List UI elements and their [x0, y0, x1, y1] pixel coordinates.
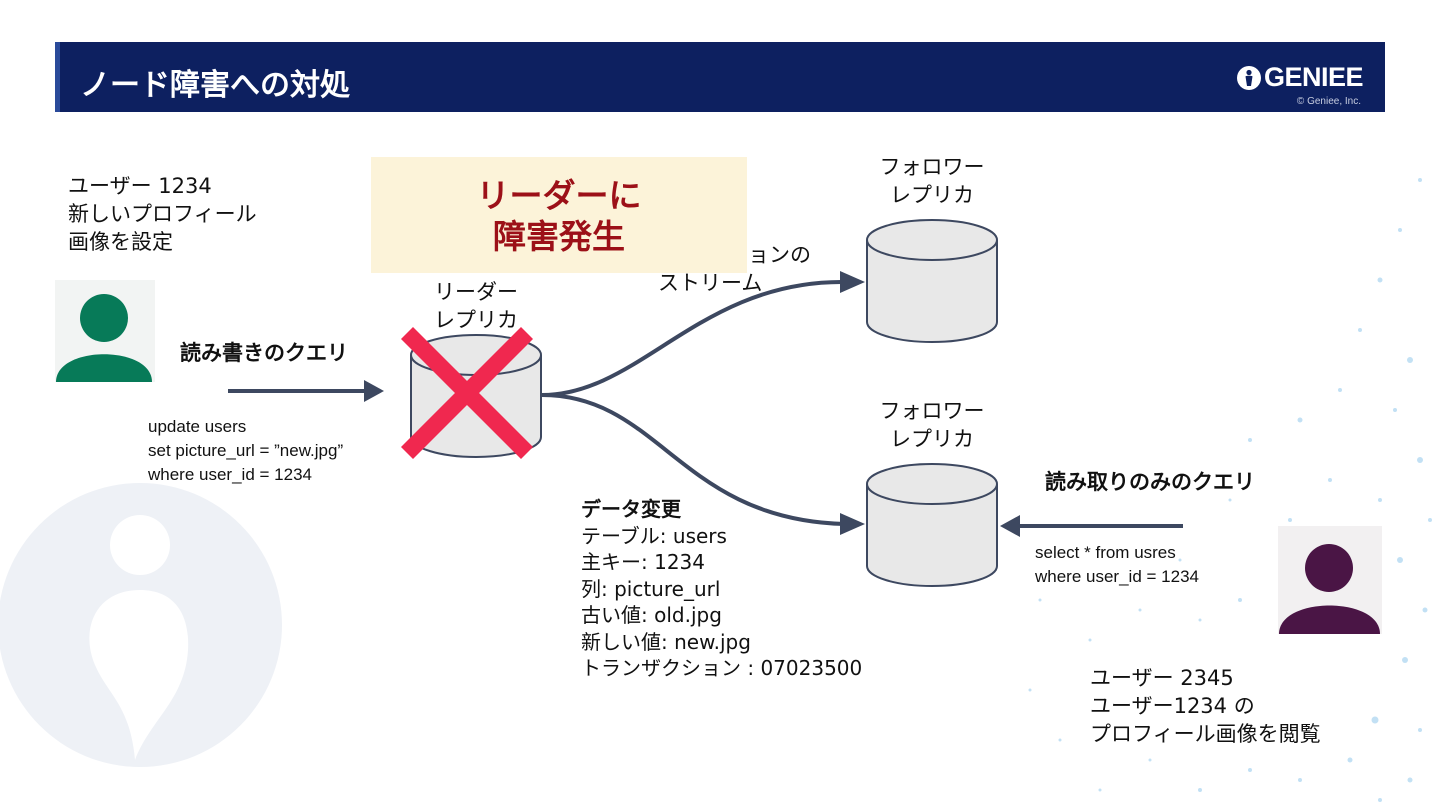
stream-label-line: ストリーム: [658, 271, 763, 295]
callout-line1: リーダーに: [476, 176, 642, 215]
user1-caption-line: 画像を設定: [68, 230, 173, 254]
follower1-replica-cylinder: [866, 219, 998, 343]
background-logo-mark: [89, 590, 189, 760]
failure-cross-icon: [400, 326, 534, 460]
callout-line2: 障害発生: [493, 217, 625, 256]
user1-caption-line: 新しいプロフィール: [68, 202, 257, 226]
follower2-replica-label: フォロワー レプリカ: [872, 397, 992, 453]
follower2-label-line: フォロワー: [879, 399, 985, 423]
geniee-logo-icon: [1236, 65, 1261, 90]
sql-line: set picture_url = ”new.jpg”: [148, 441, 344, 460]
replication-stream-label: ョンの ストリーム: [658, 241, 811, 297]
copyright-text: © Geniee, Inc.: [1296, 96, 1361, 107]
data-change-line: トランザクション : 07023500: [581, 656, 863, 680]
read-query-label: 読み取りのみのクエリ: [1045, 470, 1255, 494]
replication-stream-arrow-bottom: [541, 393, 865, 535]
data-change-line: テーブル: users: [581, 523, 727, 548]
user2-caption-line: ユーザー 2345: [1090, 666, 1234, 690]
data-change-line: 列: picture_url: [581, 576, 721, 601]
geniee-logo: GENIEE: [1236, 62, 1364, 93]
replication-stream-arrow-top: [541, 271, 865, 397]
data-change-line: 新しい値: new.jpg: [581, 629, 751, 654]
header-bar: ノード障害への対処 GENIEE © Geniee, Inc.: [55, 42, 1385, 112]
sql-line: select * from usres: [1035, 543, 1176, 562]
read-query-sql: select * from usres where user_id = 1234: [1035, 541, 1199, 589]
stream-label-line: ョンの: [748, 243, 811, 267]
data-change-title: データ変更: [581, 497, 681, 521]
data-change-line: 主キー: 1234: [581, 550, 705, 574]
sql-line: update users: [148, 417, 247, 436]
user1-avatar: [55, 280, 155, 382]
user2-caption-line: ユーザー1234 の: [1090, 694, 1255, 718]
background-logo-dot: [110, 515, 170, 575]
leader-label-line: リーダー: [434, 280, 518, 304]
user2-caption: ユーザー 2345 ユーザー1234 の プロフィール画像を閲覧: [1090, 664, 1321, 748]
user2-caption-line: プロフィール画像を閲覧: [1090, 722, 1321, 746]
network-dots-decoration: [1028, 178, 1432, 802]
follower2-replica-cylinder: [866, 463, 998, 587]
leader-replica-label: リーダー レプリカ: [426, 278, 526, 334]
follower1-replica-label: フォロワー レプリカ: [872, 153, 992, 209]
sql-line: where user_id = 1234: [1035, 567, 1199, 586]
sql-line: where user_id = 1234: [148, 465, 312, 484]
follower1-label-line: フォロワー: [879, 155, 985, 179]
geniee-logo-text: GENIEE: [1263, 62, 1364, 92]
user1-caption: ユーザー 1234 新しいプロフィール 画像を設定: [68, 172, 257, 256]
follower1-label-line: レプリカ: [890, 183, 974, 207]
data-change-block: データ変更 テーブル: users 主キー: 1234 列: picture_u…: [581, 496, 862, 682]
write-query-sql: update users set picture_url = ”new.jpg”…: [148, 415, 343, 487]
data-change-line: 古い値: old.jpg: [581, 603, 722, 627]
write-query-label: 読み書きのクエリ: [180, 341, 348, 365]
user1-caption-line: ユーザー 1234: [68, 174, 212, 198]
follower2-label-line: レプリカ: [890, 427, 974, 451]
user2-avatar: [1278, 526, 1382, 634]
leader-failure-callout: リーダーに 障害発生: [371, 157, 747, 273]
slide-title: ノード障害への対処: [80, 68, 350, 103]
read-query-arrow: [1000, 515, 1183, 537]
leader-label-line: レプリカ: [434, 308, 518, 332]
write-query-arrow: [228, 380, 384, 402]
